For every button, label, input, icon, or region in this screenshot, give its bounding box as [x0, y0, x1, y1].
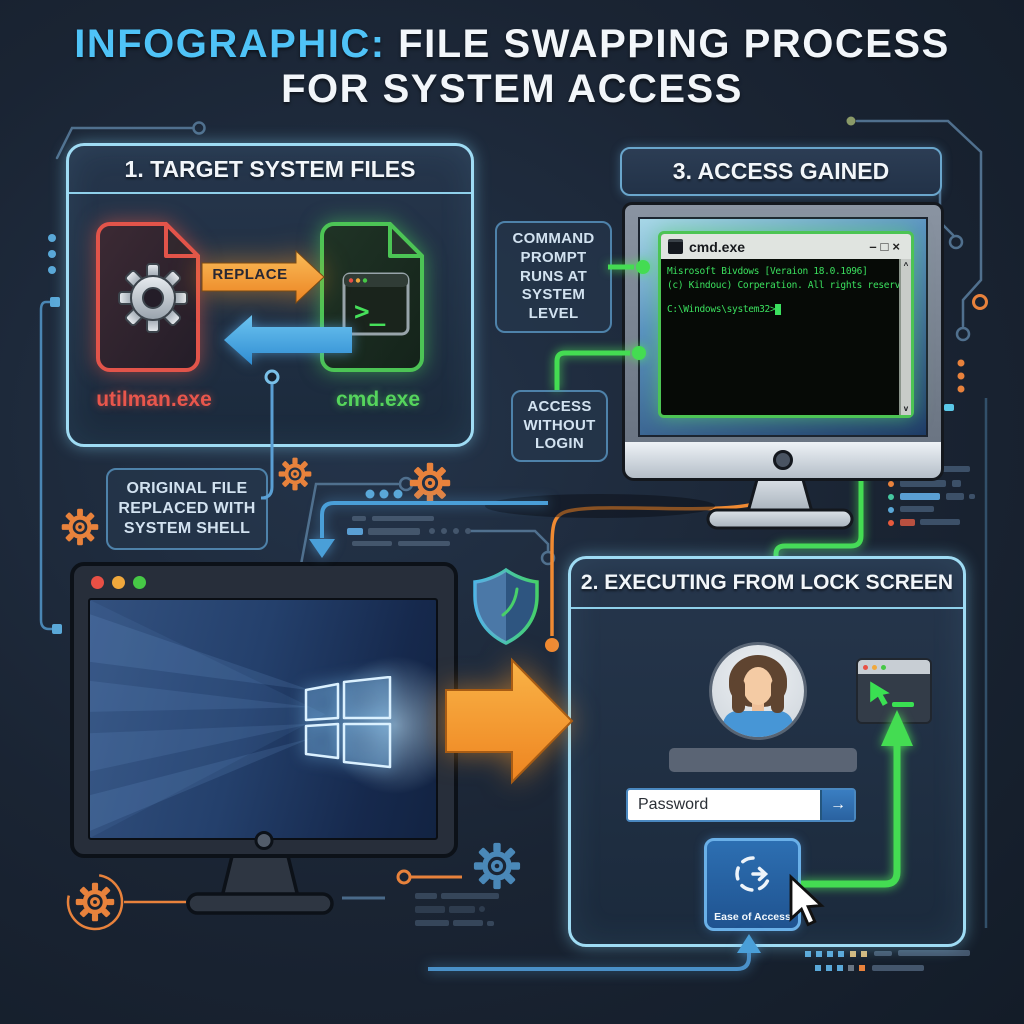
cmd-window: cmd.exe – □ × Misrosoft Bivdows [Veraion…: [658, 231, 914, 418]
gear-glyph: [118, 263, 188, 333]
section2-heading: 2. EXECUTING FROM LOCK SCREEN: [571, 559, 963, 609]
prompt-glyph: >_: [354, 297, 386, 327]
pixel-dots-bottom-right: [805, 950, 970, 971]
utilman-file-icon: [96, 222, 200, 372]
gear-icon: [474, 843, 520, 889]
gear-icon: [62, 509, 99, 546]
title-line-1: INFOGRAPHIC: FILE SWAPPING PROCESS: [74, 22, 950, 66]
replace-label: REPLACE: [212, 266, 288, 283]
avatar-hair-strand: [771, 679, 784, 713]
cursor-glyph-icon: [870, 681, 890, 706]
section3-heading: 3. ACCESS GAINED: [620, 147, 942, 196]
cmd-scrollbar[interactable]: ^ v: [899, 259, 911, 415]
code-bars-middle: [347, 516, 471, 546]
imac-bezel: [622, 442, 944, 481]
title-line-2: FOR SYSTEM ACCESS: [281, 66, 743, 111]
gear-icon: [410, 463, 450, 503]
traffic-light-yellow-icon: [112, 576, 125, 589]
cmd-icon: [668, 239, 683, 254]
page-title: INFOGRAPHIC: FILE SWAPPING PROCESS FOR S…: [0, 22, 1024, 112]
imac-camera-dot: [773, 450, 793, 470]
code-bars-bottom: [415, 893, 499, 926]
avatar-hair-strand: [732, 679, 745, 713]
password-row: Password →: [626, 788, 856, 822]
cmd-titlebar[interactable]: cmd.exe – □ ×: [661, 234, 911, 259]
title-accent: INFOGRAPHIC:: [74, 22, 386, 66]
username-bar: [669, 748, 857, 772]
cmd-file-icon: >_: [320, 222, 424, 372]
scroll-up-icon[interactable]: ^: [903, 261, 909, 270]
ease-of-access-icon: [734, 856, 771, 892]
underscore-glyph: [892, 702, 914, 707]
monitor-camera-dot: [254, 831, 274, 850]
imac-stand: [706, 474, 854, 530]
cmd-line: (c) Kindouc) Corperation. All rights res…: [667, 280, 899, 292]
desktop-monitor: [70, 562, 458, 858]
ease-of-access-button[interactable]: Ease of Access: [704, 838, 801, 931]
utilman-label: utilman.exe: [96, 388, 212, 411]
windows-logo-icon: [304, 676, 392, 769]
close-button[interactable]: ×: [892, 239, 904, 254]
orange-ring-node: [972, 294, 988, 310]
red-dot-icon: [863, 664, 868, 670]
terminal-app-icon[interactable]: [856, 658, 932, 724]
terminal-icon-titlebar: [858, 660, 930, 674]
avatar-face: [743, 667, 773, 705]
gear-icon: [76, 883, 114, 921]
cmd-cursor: _: [775, 303, 781, 315]
avatar-shoulders: [723, 711, 793, 737]
gear-ring: [66, 873, 124, 931]
cmd-label: cmd.exe: [335, 388, 421, 411]
traffic-light-green-icon: [133, 576, 146, 589]
cmd-line: Misrosoft Bivdows [Veraion 18.0.1096]: [667, 266, 868, 277]
scroll-down-icon[interactable]: v: [903, 404, 909, 413]
password-submit-button[interactable]: →: [820, 790, 854, 820]
gear-icon: [278, 457, 312, 491]
circuit-trace-top-left: [55, 121, 206, 160]
green-dot-icon: [881, 664, 886, 670]
orange-flow-line: [545, 495, 776, 652]
traffic-light-red-icon: [91, 576, 104, 589]
avatar: [712, 645, 804, 737]
orange-dots-right: [957, 359, 965, 393]
password-input[interactable]: Password: [638, 796, 709, 813]
minimize-button[interactable]: –: [869, 239, 881, 254]
ease-of-access-label: Ease of Access: [714, 911, 791, 923]
section1-heading: 1. TARGET SYSTEM FILES: [69, 146, 471, 194]
cmd-prompt-line: C:\Windows\system32>_: [667, 303, 781, 315]
cmd-window-title: cmd.exe: [689, 238, 746, 255]
windows-desktop-screen: [88, 598, 438, 840]
cyan-chip: [944, 404, 954, 411]
blue-dots-middle: [365, 489, 403, 499]
yellow-dot-icon: [872, 664, 877, 670]
callout-system-level: COMMAND PROMPT RUNS AT SYSTEM LEVEL: [495, 221, 612, 333]
callout-access-without-login: ACCESS WITHOUT LOGIN: [511, 390, 608, 462]
terminal-glyph: >_: [342, 272, 410, 336]
callout-original-file-replaced: ORIGINAL FILE REPLACED WITH SYSTEM SHELL: [106, 468, 268, 550]
imac-shadow: [485, 494, 715, 518]
maximize-button[interactable]: □: [880, 239, 893, 254]
orange-node-line: [396, 869, 462, 885]
left-edge-trace: [39, 234, 62, 634]
cmd-output: Misrosoft Bivdows [Veraion 18.0.1096] (c…: [661, 259, 899, 415]
